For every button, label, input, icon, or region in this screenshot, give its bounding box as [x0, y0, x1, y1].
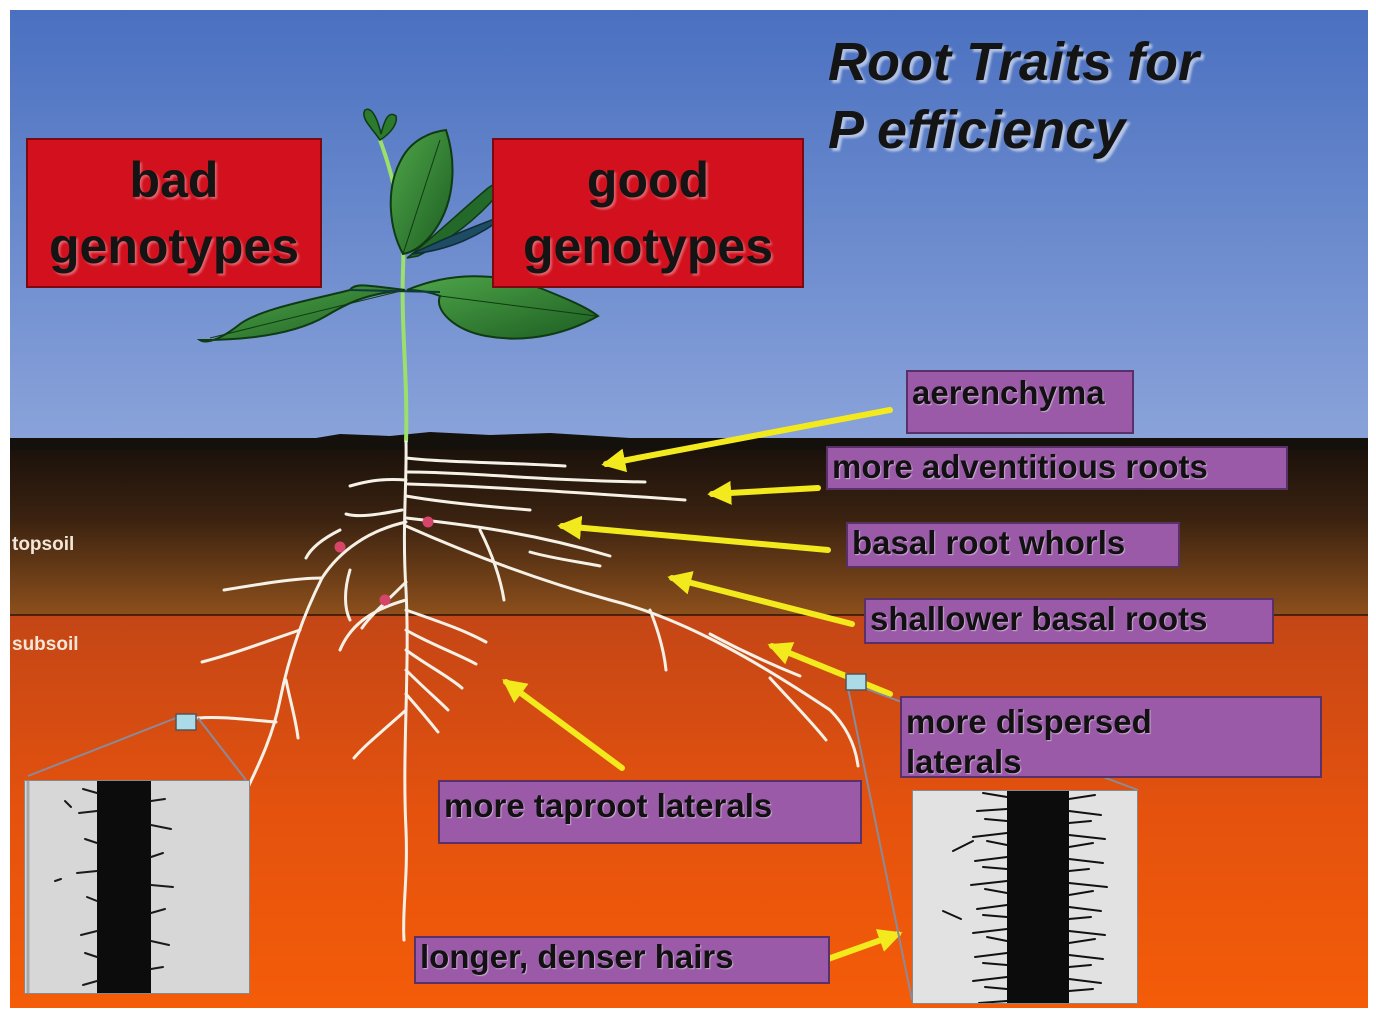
bad-genotypes-box: bad genotypes [26, 138, 322, 288]
label-adventitious-roots: more adventitious roots [826, 446, 1288, 490]
label-dispersed-laterals-line-2: laterals [906, 742, 1316, 782]
root-hair-micrograph-bad [24, 780, 250, 994]
root-nodule [423, 517, 434, 528]
subsoil-label: subsoil [12, 634, 79, 656]
label-basal-root-whorls: basal root whorls [846, 522, 1180, 568]
title-line-2: P efficiency [828, 96, 1199, 164]
label-taproot-laterals: more taproot laterals [438, 780, 862, 844]
label-root-hairs: longer, denser hairs [414, 936, 830, 984]
bad-genotypes-line-2: genotypes [49, 213, 299, 279]
label-shallower-basal-roots: shallower basal roots [864, 598, 1274, 644]
label-dispersed-laterals-line-1: more dispersed [906, 702, 1316, 742]
label-dispersed-laterals: more dispersed laterals [900, 696, 1322, 778]
bad-genotypes-line-1: bad [49, 147, 299, 213]
zoom-marker-right [846, 674, 866, 690]
good-genotypes-line-1: good [523, 147, 773, 213]
good-genotypes-box: good genotypes [492, 138, 804, 288]
root-nodule [380, 595, 391, 606]
good-genotypes-line-2: genotypes [523, 213, 773, 279]
label-aerenchyma: aerenchyma [906, 370, 1134, 434]
root-hair-micrograph-good [912, 790, 1138, 1004]
topsoil-label: topsoil [12, 534, 74, 556]
root-hair-micrograph-dense-icon [913, 791, 1138, 1004]
zoom-marker-left [176, 714, 196, 730]
title-line-1: Root Traits for [828, 28, 1199, 96]
slide-title: Root Traits for P efficiency [828, 28, 1199, 164]
root-nodule [335, 542, 346, 553]
diagram-slide: Root Traits for P efficiency bad genotyp… [10, 10, 1368, 1008]
root-hair-micrograph-icon [25, 781, 250, 994]
